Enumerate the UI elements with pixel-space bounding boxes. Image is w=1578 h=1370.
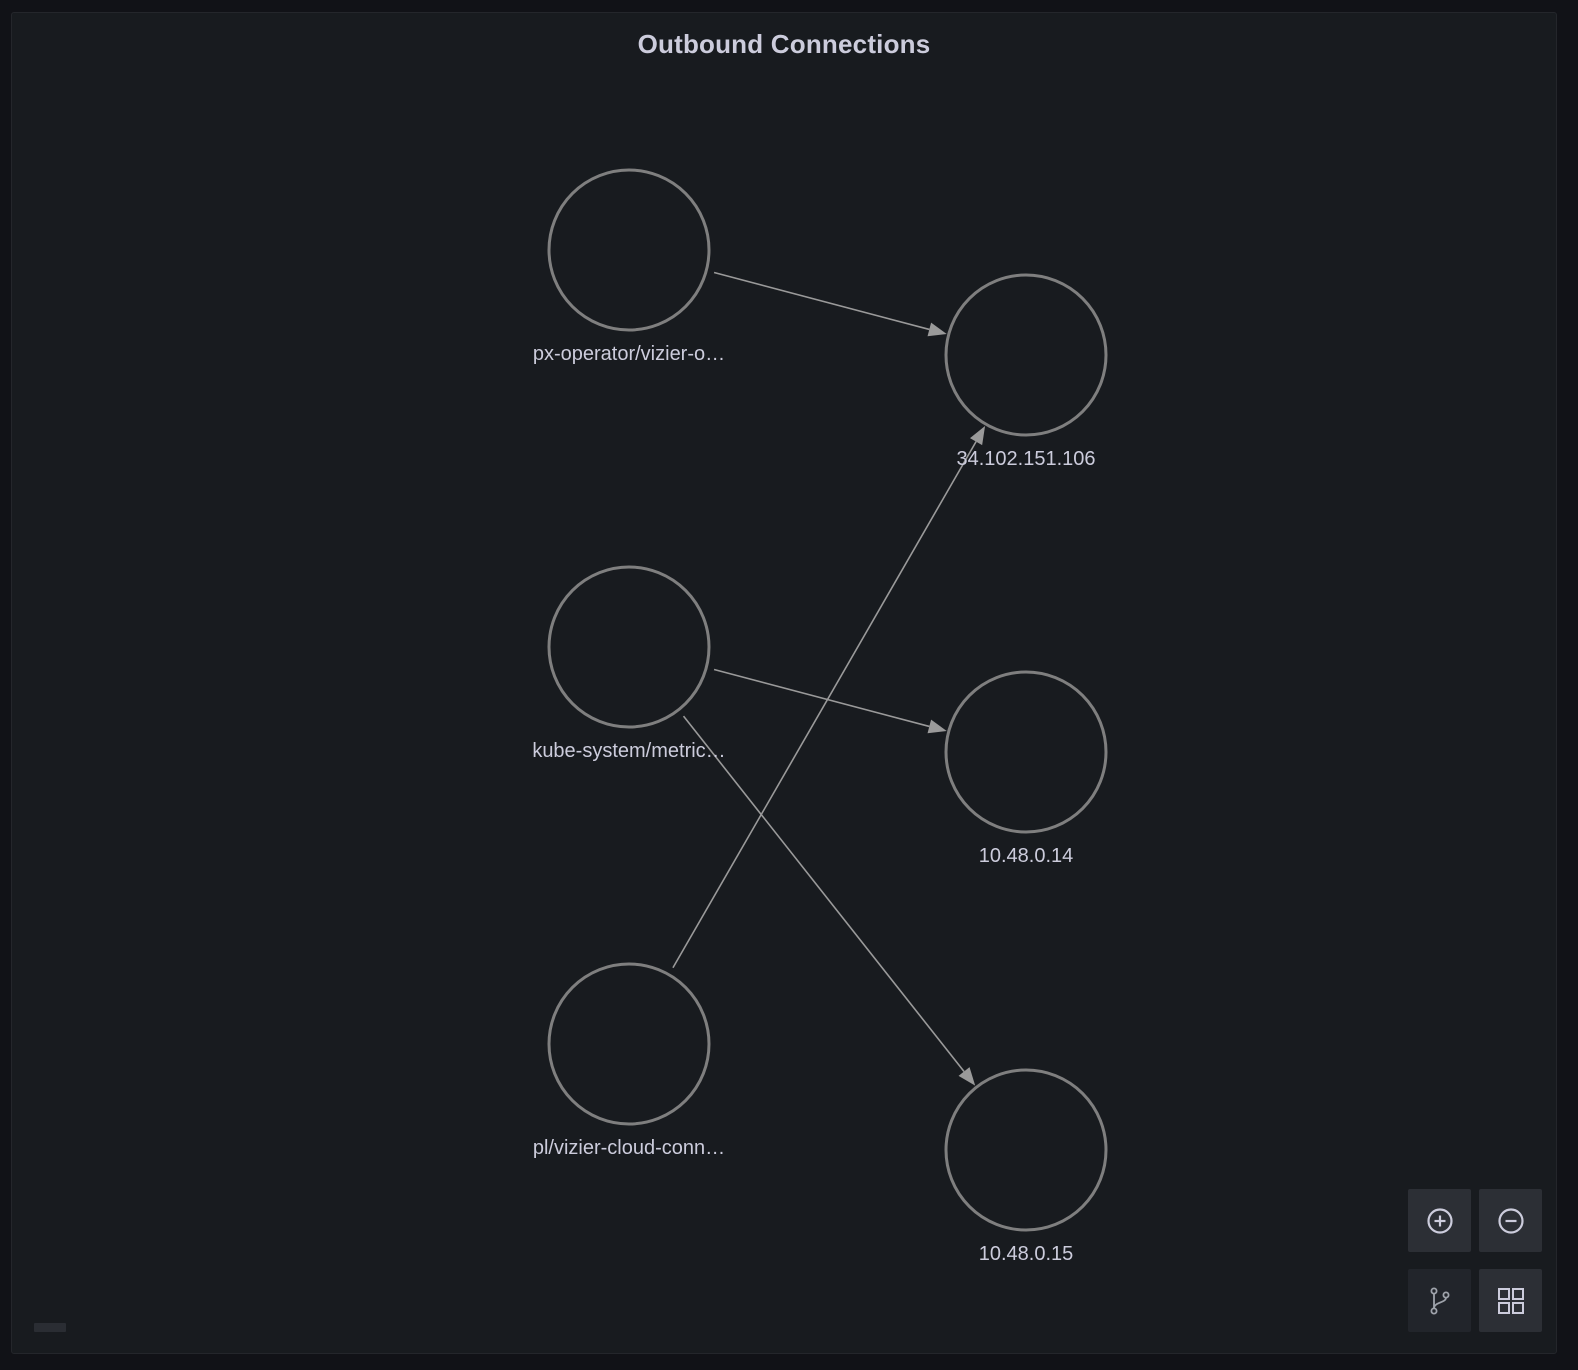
graph-edge[interactable] (672, 426, 986, 969)
node-label: kube-system/metric… (532, 740, 725, 762)
zoom-in-button[interactable] (1408, 1189, 1471, 1252)
edge-arrowhead (958, 1067, 976, 1086)
nodes-layer: px-operator/vizier-o… kube-system/metric…… (532, 168, 1108, 1265)
graph-node[interactable]: px-operator/vizier-o… (533, 168, 725, 365)
edge-line[interactable] (672, 441, 977, 969)
edge-arrowhead (970, 426, 986, 446)
node-circle[interactable] (547, 962, 711, 1126)
graph-panel: Outbound Connections px-operator/vizier-… (11, 12, 1557, 1354)
node-graph[interactable]: px-operator/vizier-o… kube-system/metric…… (12, 13, 1558, 1355)
node-circle[interactable] (547, 565, 711, 729)
node-label: 10.48.0.15 (979, 1243, 1074, 1265)
graph-edge[interactable] (682, 715, 976, 1086)
minimap-hint (34, 1323, 66, 1332)
minus-circle-icon (1497, 1207, 1524, 1234)
edge-arrowhead (927, 322, 947, 337)
edge-line[interactable] (682, 715, 965, 1072)
grid-icon (1497, 1287, 1524, 1314)
grid-layout-button[interactable] (1479, 1269, 1542, 1332)
node-circle[interactable] (944, 1068, 1108, 1232)
node-circle[interactable] (547, 168, 711, 332)
zoom-out-button[interactable] (1479, 1189, 1542, 1252)
graph-edge[interactable] (713, 668, 947, 734)
node-label: 10.48.0.14 (979, 845, 1074, 867)
graph-node[interactable]: pl/vizier-cloud-conn… (533, 962, 725, 1159)
node-label: pl/vizier-cloud-conn… (533, 1137, 725, 1159)
node-circle[interactable] (944, 273, 1108, 437)
graph-node[interactable]: 34.102.151.106 (944, 273, 1108, 470)
panel-title: Outbound Connections (637, 29, 931, 59)
layered-layout-button[interactable] (1408, 1269, 1471, 1332)
node-label: 34.102.151.106 (956, 448, 1095, 470)
graph-node[interactable]: 10.48.0.14 (944, 670, 1108, 867)
edges-layer (672, 271, 986, 1086)
plus-circle-icon (1426, 1207, 1453, 1234)
graph-edge[interactable] (713, 271, 947, 337)
graph-node[interactable]: kube-system/metric… (532, 565, 726, 762)
edge-line[interactable] (713, 271, 930, 331)
edge-line[interactable] (713, 668, 930, 728)
code-branch-icon (1430, 1287, 1449, 1314)
node-label: px-operator/vizier-o… (533, 343, 725, 365)
edge-arrowhead (927, 719, 947, 734)
graph-node[interactable]: 10.48.0.15 (944, 1068, 1108, 1265)
node-circle[interactable] (944, 670, 1108, 834)
